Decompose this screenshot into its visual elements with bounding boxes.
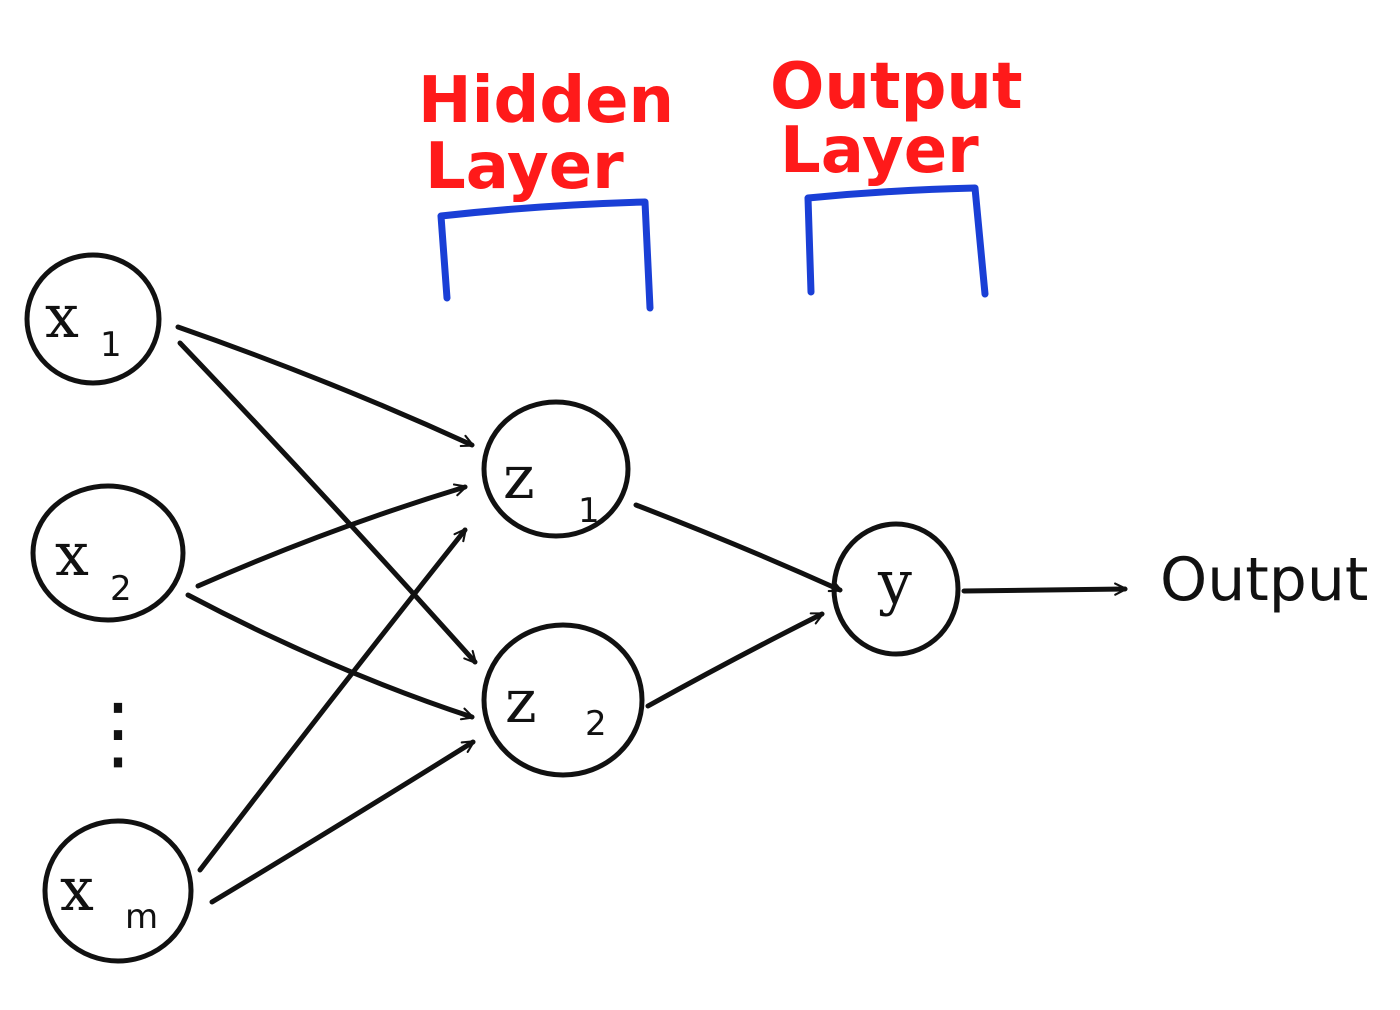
edge-y-output xyxy=(961,582,1128,596)
output-layer-bracket xyxy=(804,184,989,298)
connections xyxy=(175,324,1128,905)
edge-x1-z1 xyxy=(175,324,475,448)
node-xm-subscript: m xyxy=(125,897,158,937)
hidden-layer-bracket xyxy=(437,198,654,312)
node-x2: x 2 xyxy=(30,483,186,623)
edge-z2-y xyxy=(645,611,825,709)
edge-z1-y xyxy=(633,502,843,593)
node-z2-symbol: z xyxy=(505,667,537,737)
edge-x2-z2 xyxy=(185,592,475,721)
hidden-label-line2: Layer xyxy=(425,130,624,204)
input-ellipsis: ⋮ xyxy=(78,686,158,779)
node-x1-subscript: 1 xyxy=(100,325,122,365)
node-xm: x m xyxy=(42,818,194,964)
hidden-label-line1: Hidden xyxy=(418,64,674,138)
node-z1: z 1 xyxy=(481,399,631,539)
node-x1-symbol: x xyxy=(45,282,79,352)
node-y: y xyxy=(831,521,961,657)
hidden-layer-label: Hidden Layer xyxy=(418,64,674,204)
node-z1-symbol: z xyxy=(503,443,535,513)
output-label-line2: Layer xyxy=(780,114,979,188)
node-x2-subscript: 2 xyxy=(110,569,132,609)
output-layer-label: Output Layer xyxy=(770,50,1023,188)
output-label-line1: Output xyxy=(770,50,1023,124)
node-x2-symbol: x xyxy=(55,520,89,590)
edge-x1-z2 xyxy=(177,340,478,665)
node-xm-symbol: x xyxy=(60,855,94,925)
node-z1-subscript: 1 xyxy=(578,491,600,531)
node-z2-subscript: 2 xyxy=(585,704,607,744)
node-z2: z 2 xyxy=(481,622,645,778)
node-x1: x 1 xyxy=(24,252,162,386)
output-text: Output xyxy=(1160,545,1368,615)
edge-xm-z1 xyxy=(197,527,468,873)
node-y-symbol: y xyxy=(877,548,912,618)
edge-x2-z1 xyxy=(195,483,468,589)
edge-xm-z2 xyxy=(209,739,476,905)
